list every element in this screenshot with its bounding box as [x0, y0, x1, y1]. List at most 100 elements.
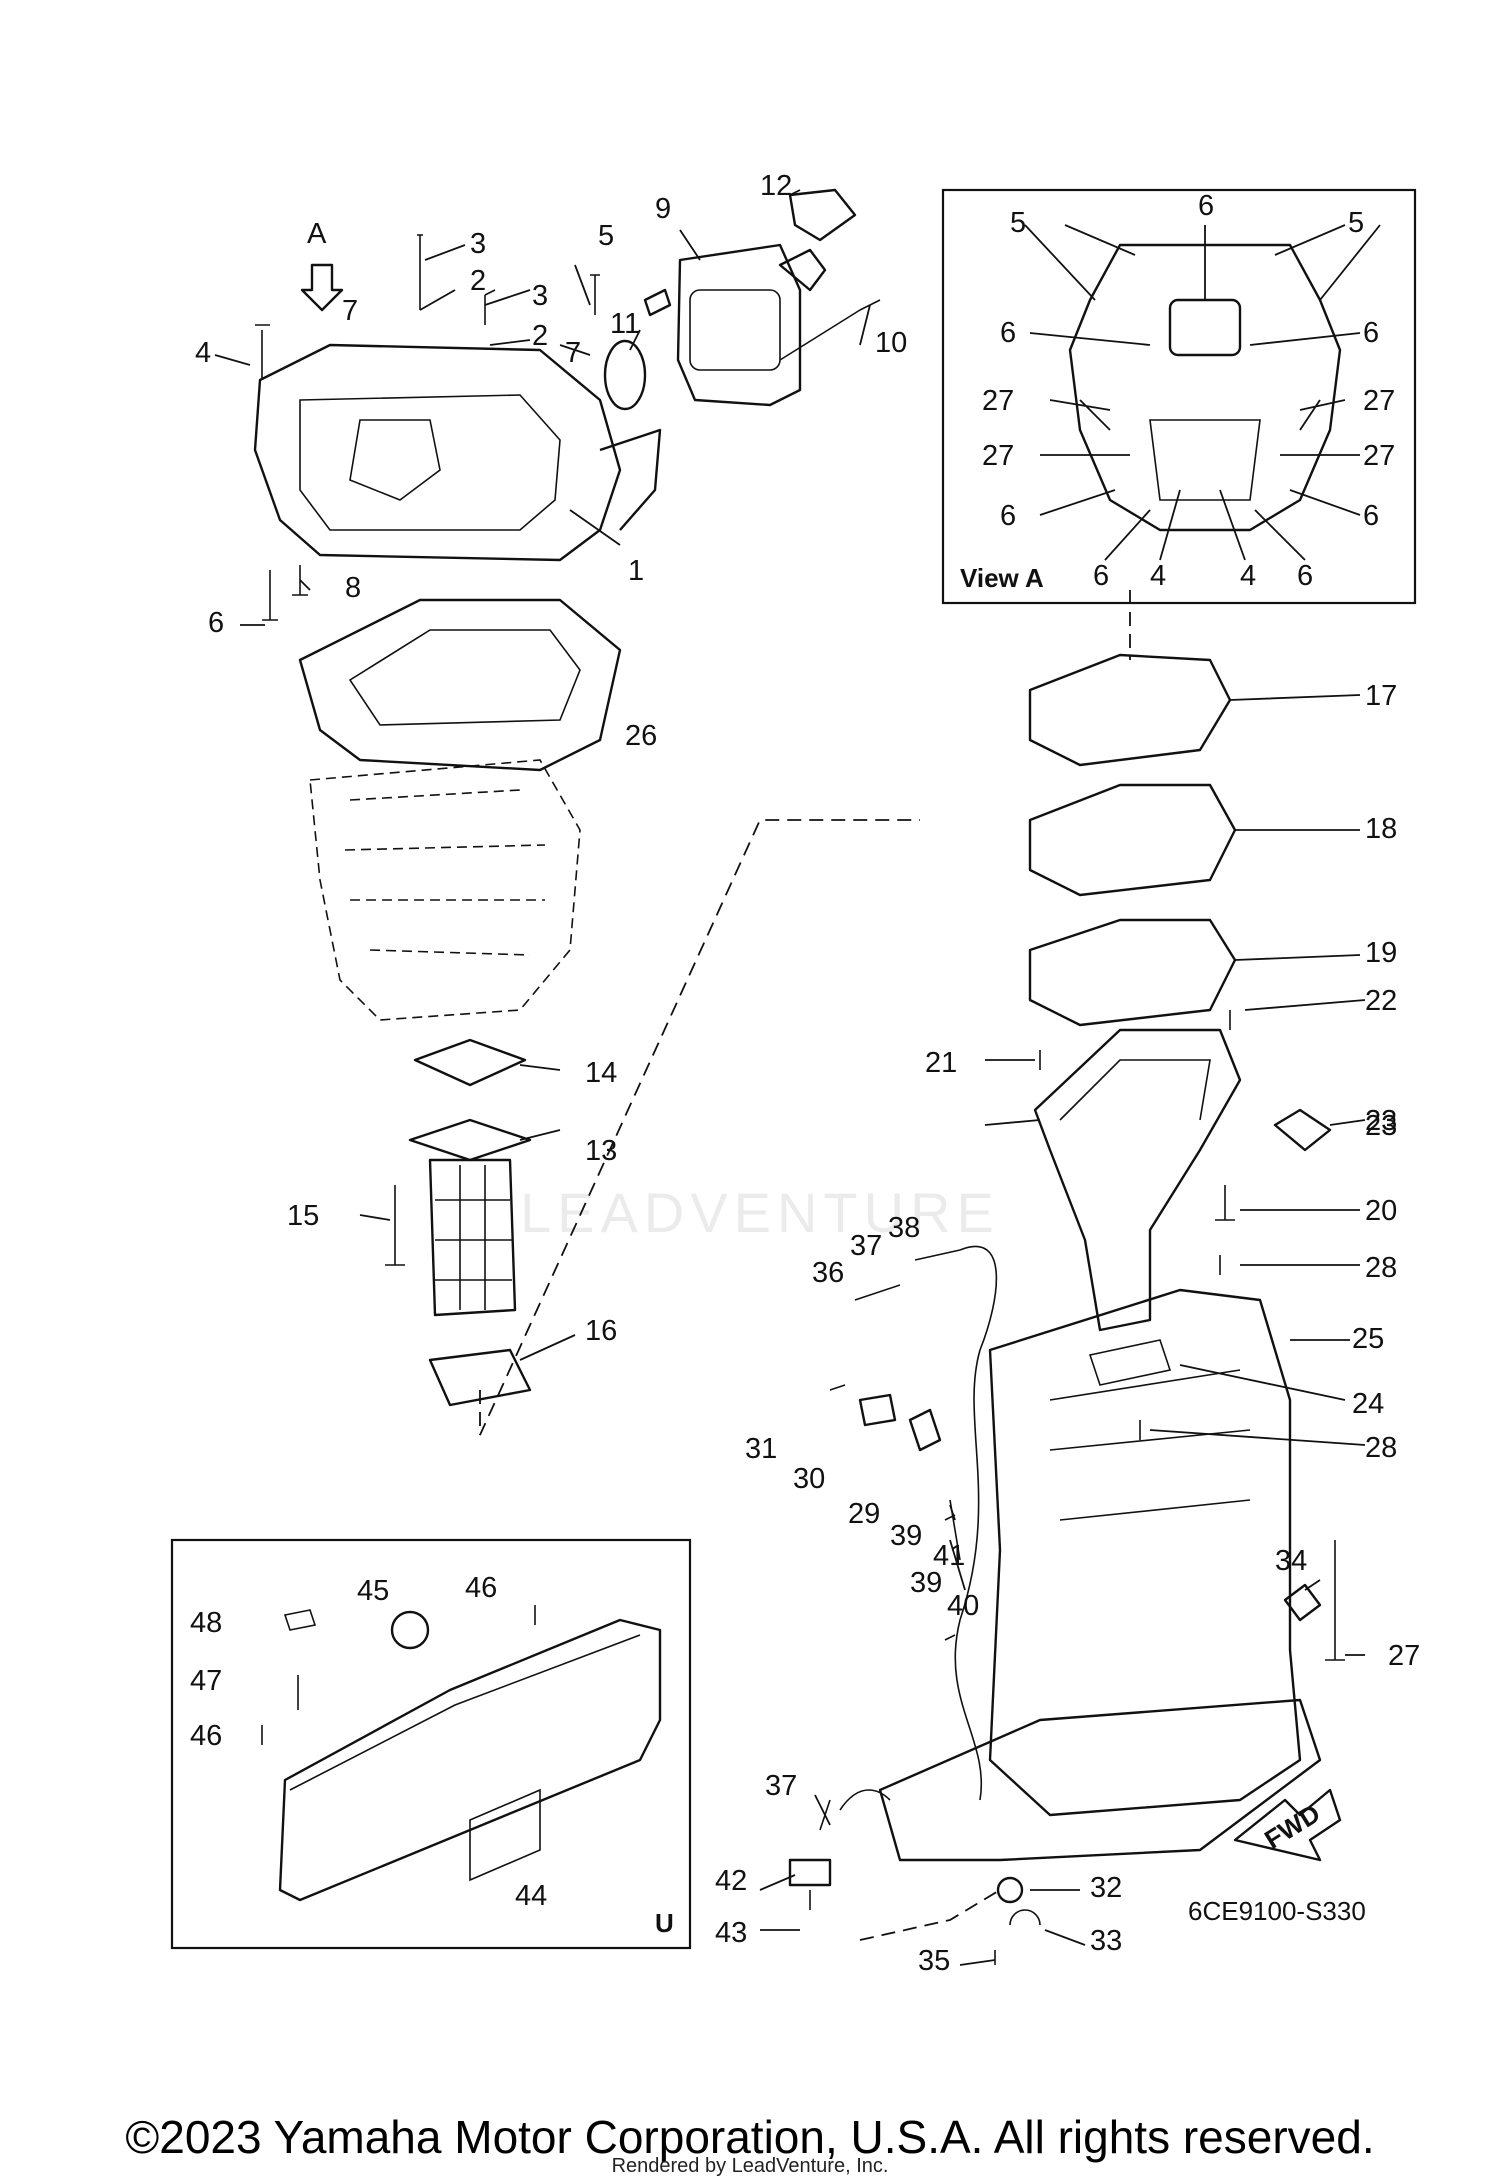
callout-16: 16	[585, 1315, 617, 1347]
callout-44: 44	[515, 1880, 547, 1912]
callout-26: 26	[625, 720, 657, 752]
callout-22b: 21	[925, 1047, 957, 1079]
callout-36: 36	[812, 1257, 844, 1289]
view-a-frame	[941, 188, 1417, 605]
oil-pan-part-20	[1033, 1028, 1242, 1332]
seal-part-23	[1273, 1108, 1332, 1152]
view-a-callout-4-b: 4	[1240, 560, 1256, 592]
cap-part-34	[1283, 1583, 1322, 1622]
callout-39b: 39	[910, 1567, 942, 1599]
callout-18: 18	[1365, 813, 1397, 845]
upper-casing-bracket	[599, 428, 662, 531]
upper-casing	[253, 343, 622, 562]
bolt-part-21	[1215, 1185, 1235, 1221]
callout-3b: 3	[532, 280, 548, 312]
view-a-callout-4-a: 4	[1150, 560, 1166, 592]
callout-labels: 1 2 2 3 3 4 5 6 7 7 8 9 10 11 12 13 14 1…	[190, 170, 1420, 1977]
callout-13: 13	[585, 1135, 617, 1167]
callout-46a: 46	[465, 1572, 497, 1604]
callout-11: 11	[610, 308, 640, 340]
bolt-part-31	[829, 1384, 846, 1391]
seal-part-24	[1088, 1339, 1172, 1386]
view-a-exhaust-port	[1168, 298, 1242, 357]
view-a-inset	[941, 188, 1417, 605]
view-a-callout-6-right-b: 6	[1363, 500, 1379, 532]
view-a-callout-5-right: 5	[1348, 207, 1364, 239]
plate-part-18	[1028, 783, 1237, 897]
callout-4: 4	[195, 337, 211, 369]
bracket-part-42	[788, 1858, 832, 1887]
plate-part-48	[283, 1609, 317, 1631]
oil-pan-assembly	[1033, 1010, 1332, 1332]
view-a-callout-5-left: 5	[1010, 207, 1026, 239]
callout-8: 8	[345, 572, 361, 604]
callout-45: 45	[357, 1575, 389, 1607]
callout-1: 1	[628, 555, 644, 587]
right-gasket-stack	[1028, 653, 1237, 1027]
callout-32: 32	[1090, 1872, 1122, 1904]
callout-23: 23	[1365, 1105, 1397, 1137]
silencer-bracket	[778, 248, 827, 292]
callout-48: 48	[190, 1607, 222, 1639]
callout-39a: 39	[890, 1520, 922, 1552]
gasket-part-26	[298, 598, 622, 772]
callout-31: 31	[745, 1433, 777, 1465]
callout-19: 19	[1365, 937, 1397, 969]
view-a-callout-27-left-b: 27	[982, 440, 1014, 472]
upper-case-part-25	[988, 1288, 1302, 1817]
callout-7b: 7	[565, 337, 581, 369]
callout-40: 40	[947, 1590, 979, 1622]
lower-plate	[878, 1698, 1322, 1862]
silencer-box	[676, 243, 802, 407]
callout-35: 35	[918, 1945, 950, 1977]
muffler-body	[428, 1158, 517, 1317]
callout-12: 12	[760, 170, 792, 202]
lower-cover-part-44	[278, 1618, 662, 1902]
gasket-part-14	[413, 1038, 527, 1087]
upper-gasket-and-manifold	[298, 598, 622, 1021]
view-a-center-web	[1149, 419, 1261, 501]
callout-37a: 37	[850, 1230, 882, 1262]
view-a-callout-6-left-a: 6	[1000, 317, 1016, 349]
inset-u-label: U	[655, 1908, 674, 1938]
bolt-part-27	[1325, 1540, 1345, 1661]
lower-inset-frame	[170, 1538, 692, 1950]
copyright-notice: ©2023 Yamaha Motor Corporation, U.S.A. A…	[125, 2111, 1375, 2163]
bolt-part-15	[385, 1185, 405, 1266]
footer-mark: Rendered by LeadVenture, Inc.	[611, 2155, 889, 2177]
callout-2a: 2	[470, 265, 486, 297]
view-a-label: View A	[960, 563, 1044, 593]
callout-24: 24	[1352, 1388, 1384, 1420]
exhaust-manifold-dashed	[309, 759, 581, 1021]
view-a-callout-6-right-a: 6	[1363, 317, 1379, 349]
view-a-callout-6-top: 6	[1198, 190, 1214, 222]
assembly-line-left	[479, 819, 920, 1436]
muffler-assembly	[385, 1038, 532, 1407]
gasket-part-17	[1028, 653, 1232, 767]
upper-casing-assembly	[253, 234, 662, 621]
watermark: LEADVENTURE	[520, 1181, 1000, 1244]
drive-shaft-housing	[878, 1255, 1345, 1862]
gasket-part-30	[858, 1393, 897, 1427]
callout-15: 15	[287, 1200, 319, 1232]
callout-28b: 28	[1365, 1432, 1397, 1464]
callout-25: 25	[1352, 1323, 1384, 1355]
callout-46b: 46	[190, 1720, 222, 1752]
fitting-part-29	[908, 1408, 942, 1452]
view-a-callout-27-left-a: 27	[982, 385, 1014, 417]
view-a-callout-27-right-a: 27	[1363, 385, 1395, 417]
callout-43: 43	[715, 1917, 747, 1949]
muffler-flange-13	[408, 1118, 532, 1162]
hose-part-38	[914, 1249, 961, 1261]
callout-21: 20	[1365, 1195, 1397, 1227]
callout-7a: 7	[342, 295, 358, 327]
callout-27: 27	[1388, 1640, 1420, 1672]
callout-41: 41	[933, 1540, 965, 1572]
callout-9: 9	[655, 193, 671, 225]
callout-29: 29	[848, 1498, 880, 1530]
grommet-part-11	[603, 339, 647, 411]
grommet-part-45	[390, 1610, 430, 1650]
callout-6: 6	[208, 607, 224, 639]
assembly-line-bottom	[859, 1889, 1001, 1941]
